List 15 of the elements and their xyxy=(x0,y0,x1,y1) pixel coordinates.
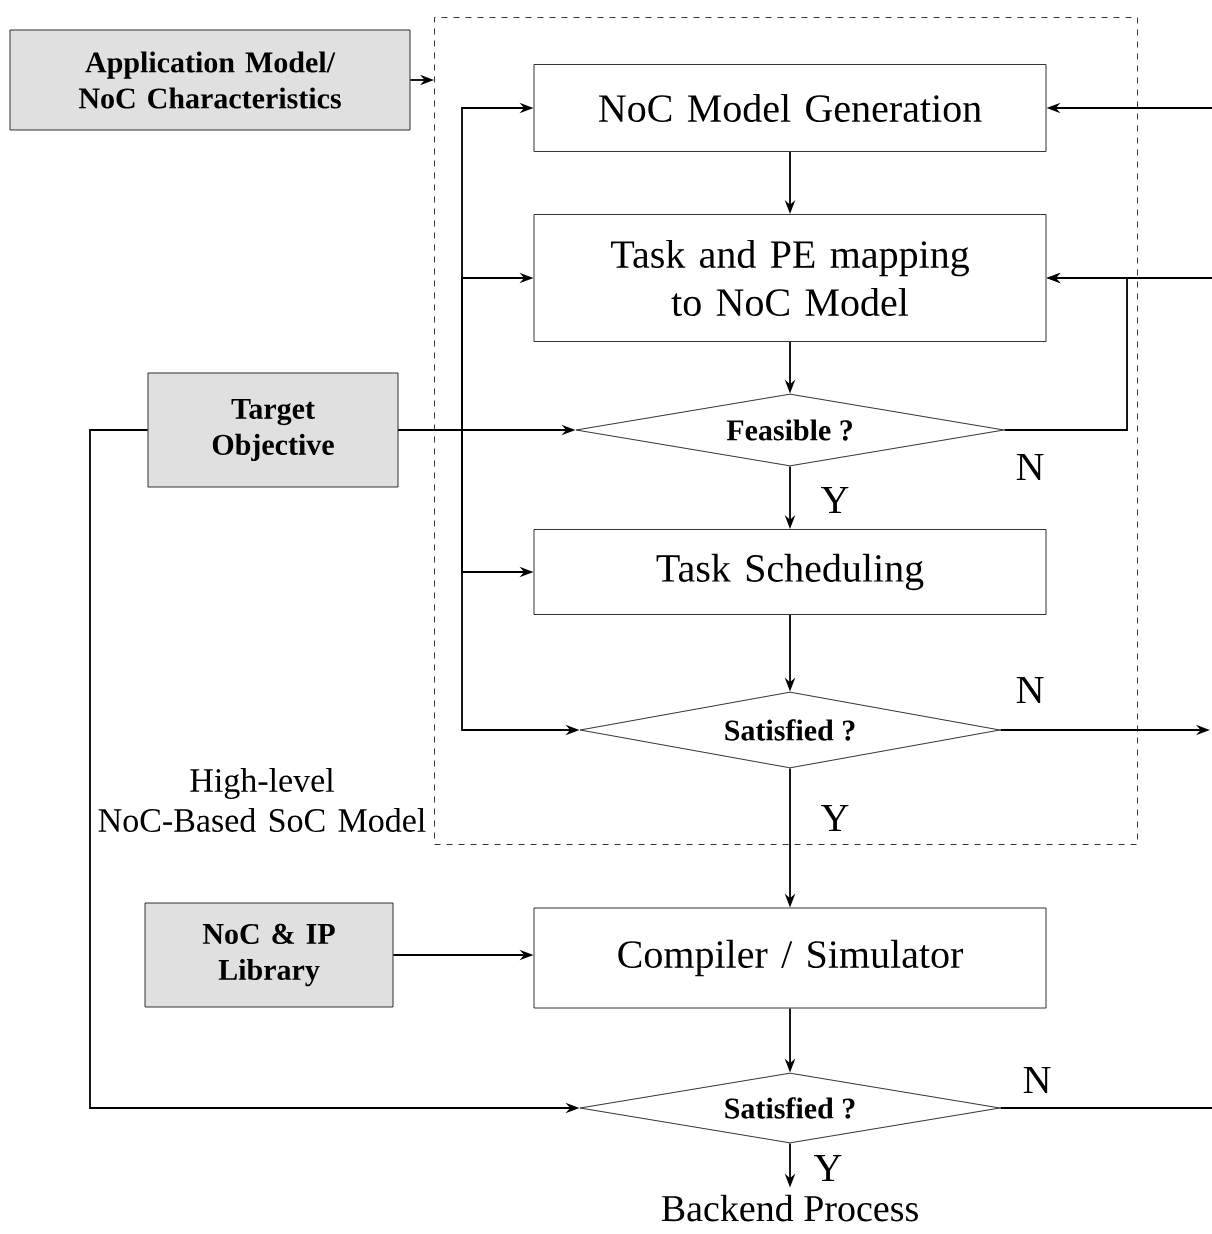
input-box: Application Model/ NoC Characteristics xyxy=(9,29,411,131)
end-label: Backend Process xyxy=(661,1194,918,1222)
process-box: Task Scheduling xyxy=(533,529,1047,615)
edge-label: Y xyxy=(814,1154,842,1182)
edge-label: Y xyxy=(821,804,849,832)
input-box: Target Objective xyxy=(147,372,399,488)
process-box: Task and PE mapping to NoC Model xyxy=(533,214,1047,342)
edge-label: N xyxy=(1016,676,1044,704)
edge-label: Y xyxy=(821,486,849,514)
edge-label: N xyxy=(1023,1066,1051,1094)
process-box: Compiler / Simulator xyxy=(533,907,1047,1009)
process-box: NoC Model Generation xyxy=(533,64,1047,152)
edge-label: N xyxy=(1016,453,1044,481)
node-label: High-level NoC-Based SoC Model xyxy=(98,768,426,832)
input-box: NoC & IP Library xyxy=(144,902,394,1008)
